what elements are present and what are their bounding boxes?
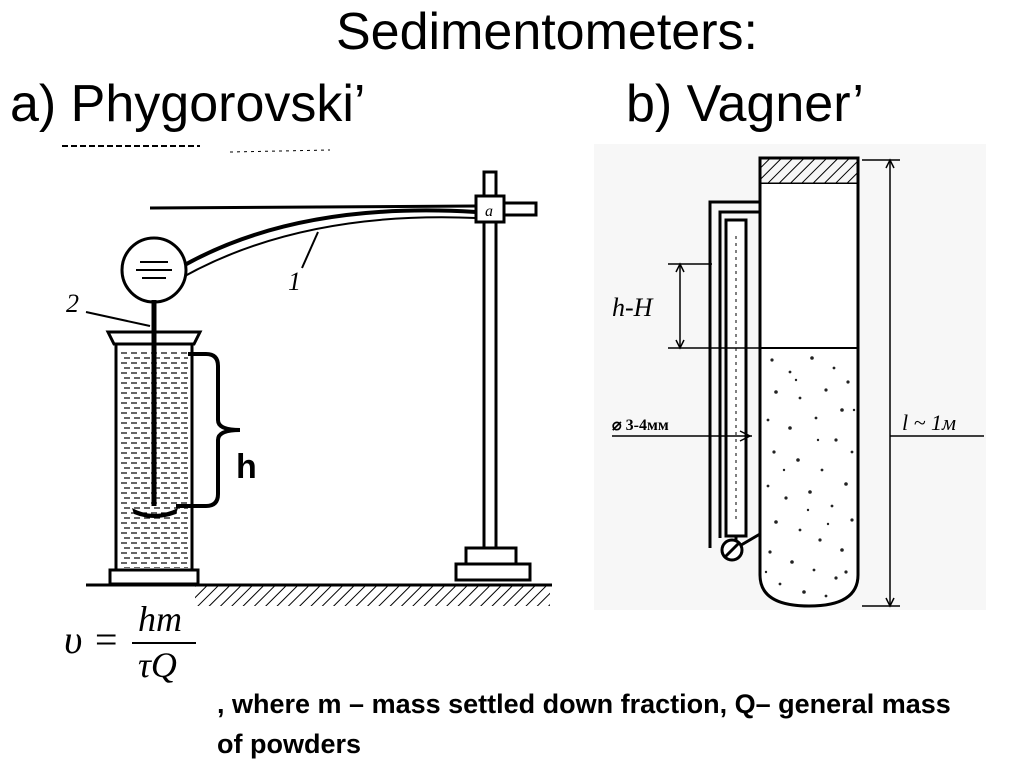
label-h: h: [236, 448, 257, 486]
formula-denominator: τQ: [138, 645, 177, 685]
capillary-tube: [708, 200, 761, 562]
label-h-H: h-H: [612, 293, 654, 322]
slide-title: Sedimentometers:: [336, 3, 758, 61]
subtitle-phygorovski: a) Phygorovski’: [10, 75, 366, 133]
scan-artifact-line: [229, 149, 331, 153]
balance-beam: 1: [149, 204, 477, 296]
dimension-diameter: ⌀ 3-4мм: [612, 417, 752, 442]
dimension-h-H: h-H: [612, 262, 760, 350]
formula-lhs: υ =: [64, 617, 120, 662]
stopper: [758, 156, 860, 186]
stand: a: [454, 170, 538, 582]
formula-numerator: hm: [138, 599, 182, 639]
height-brace: h: [176, 352, 257, 508]
main-tube: [758, 156, 860, 608]
particles: [764, 356, 856, 598]
label-length: l ~ 1м: [902, 410, 956, 435]
label-2: 2: [66, 289, 79, 318]
label-a: a: [485, 203, 493, 220]
dimension-length: l ~ 1м: [862, 158, 984, 608]
figure-a-phygorovski: a 1 2: [62, 145, 552, 606]
velocity-formula: υ = hm τQ: [60, 598, 210, 685]
label-2-leader: [85, 311, 151, 327]
clamp: [474, 194, 506, 224]
figure-b-vagner: h-H ⌀ 3-4мм l ~ 1м: [594, 144, 986, 610]
fraction-bar: [132, 642, 196, 644]
label-1: 1: [288, 267, 301, 296]
dial-gauge: [120, 236, 188, 304]
formula-caption: , where m – mass settled down fraction, …: [217, 689, 951, 759]
subtitle-vagner: b) Vagner’: [626, 75, 864, 133]
settling-pan: [132, 300, 178, 518]
label-diameter: ⌀ 3-4мм: [612, 417, 669, 434]
